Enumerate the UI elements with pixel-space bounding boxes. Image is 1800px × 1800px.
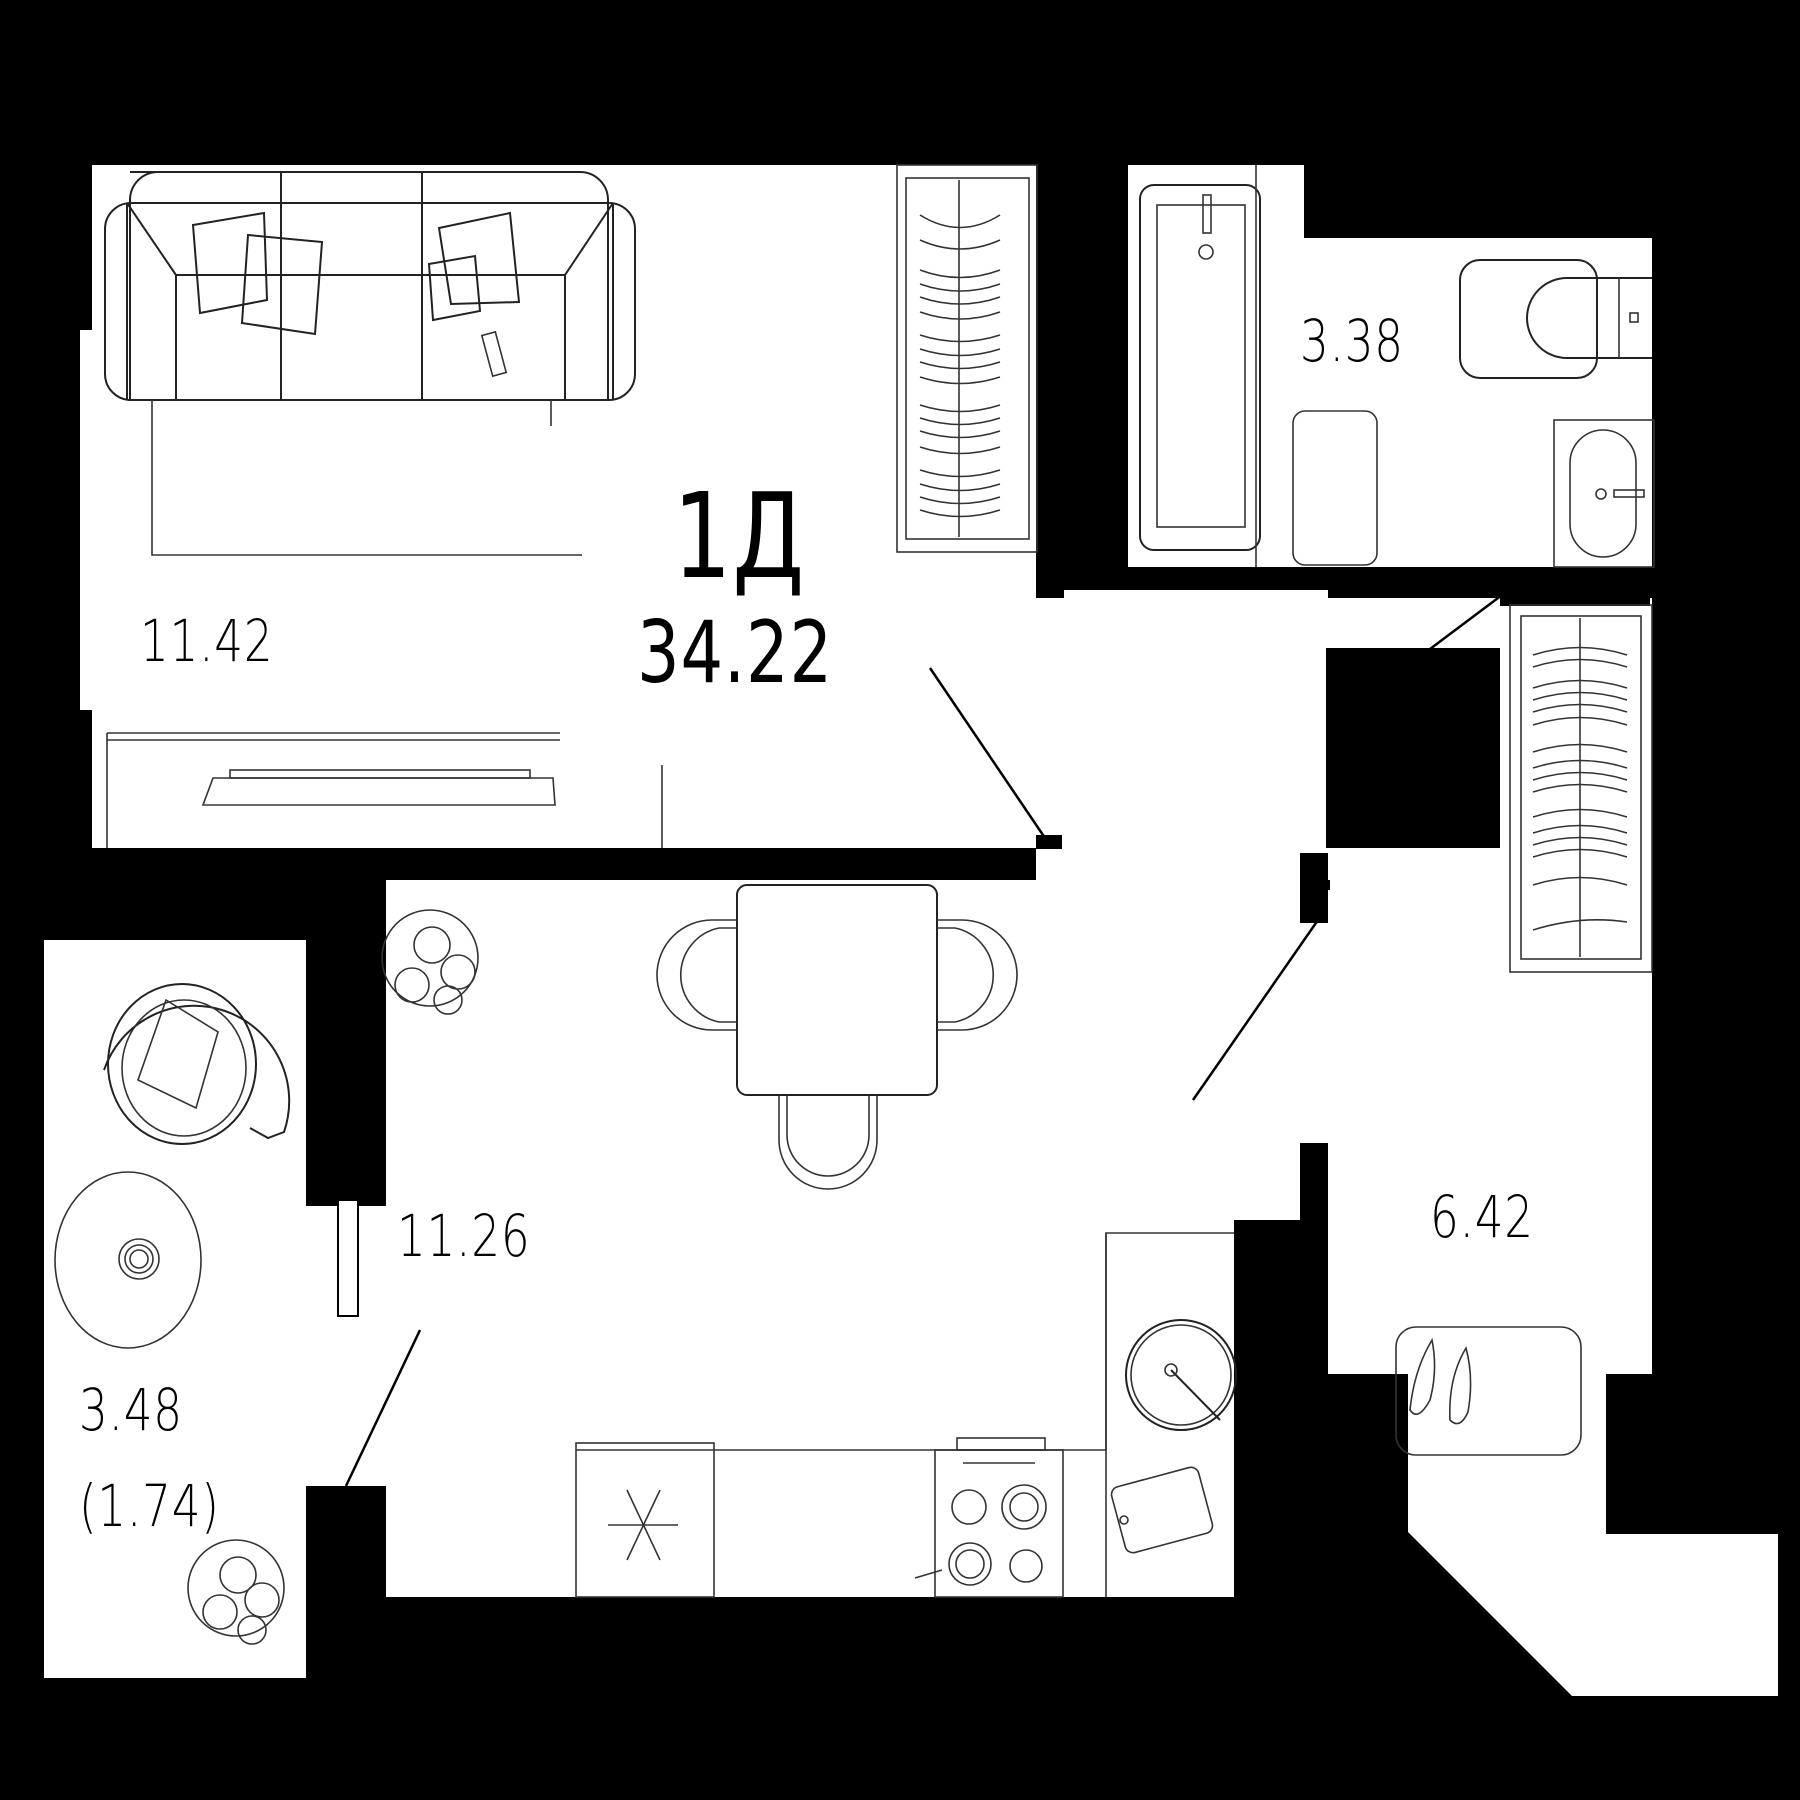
door-living-room [928, 667, 1047, 839]
fridge [575, 1442, 715, 1598]
door-balcony [344, 1329, 422, 1487]
balcony-area: 3.48 [79, 1376, 183, 1444]
kitchen-counter [714, 1232, 1234, 1597]
living-room-area: 11.42 [140, 607, 274, 675]
total-area-label: 34.22 [637, 603, 833, 703]
rug [151, 400, 582, 556]
kitchen [386, 880, 1300, 1597]
toilet [1459, 259, 1652, 379]
bathroom-area: 3.38 [1300, 307, 1404, 375]
dining-table [656, 884, 1018, 1190]
living-room [80, 165, 1036, 848]
stove [914, 1437, 1064, 1598]
door-bathroom [1361, 594, 1503, 701]
balcony-reduced-area: (1.74) [79, 1472, 220, 1540]
shoe-mat [1395, 1326, 1582, 1456]
washbasin [1553, 419, 1655, 568]
hallway-area: 6.42 [1430, 1183, 1534, 1251]
cutting-board [1110, 1466, 1214, 1554]
kitchen-area: 11.26 [397, 1202, 531, 1270]
bathtub [1139, 184, 1261, 551]
plant [381, 909, 479, 1015]
sofa [104, 171, 636, 401]
apartment-type-label: 1Д [673, 467, 806, 605]
bath-mat [1292, 410, 1378, 566]
wardrobe [896, 164, 1038, 553]
hallway-wardrobe [1509, 604, 1653, 973]
plant [187, 1539, 285, 1645]
tv-stand [106, 732, 663, 848]
armchair [103, 983, 291, 1145]
sink [1125, 1319, 1237, 1431]
door-kitchen [1191, 919, 1320, 1101]
round-table [54, 1171, 202, 1349]
